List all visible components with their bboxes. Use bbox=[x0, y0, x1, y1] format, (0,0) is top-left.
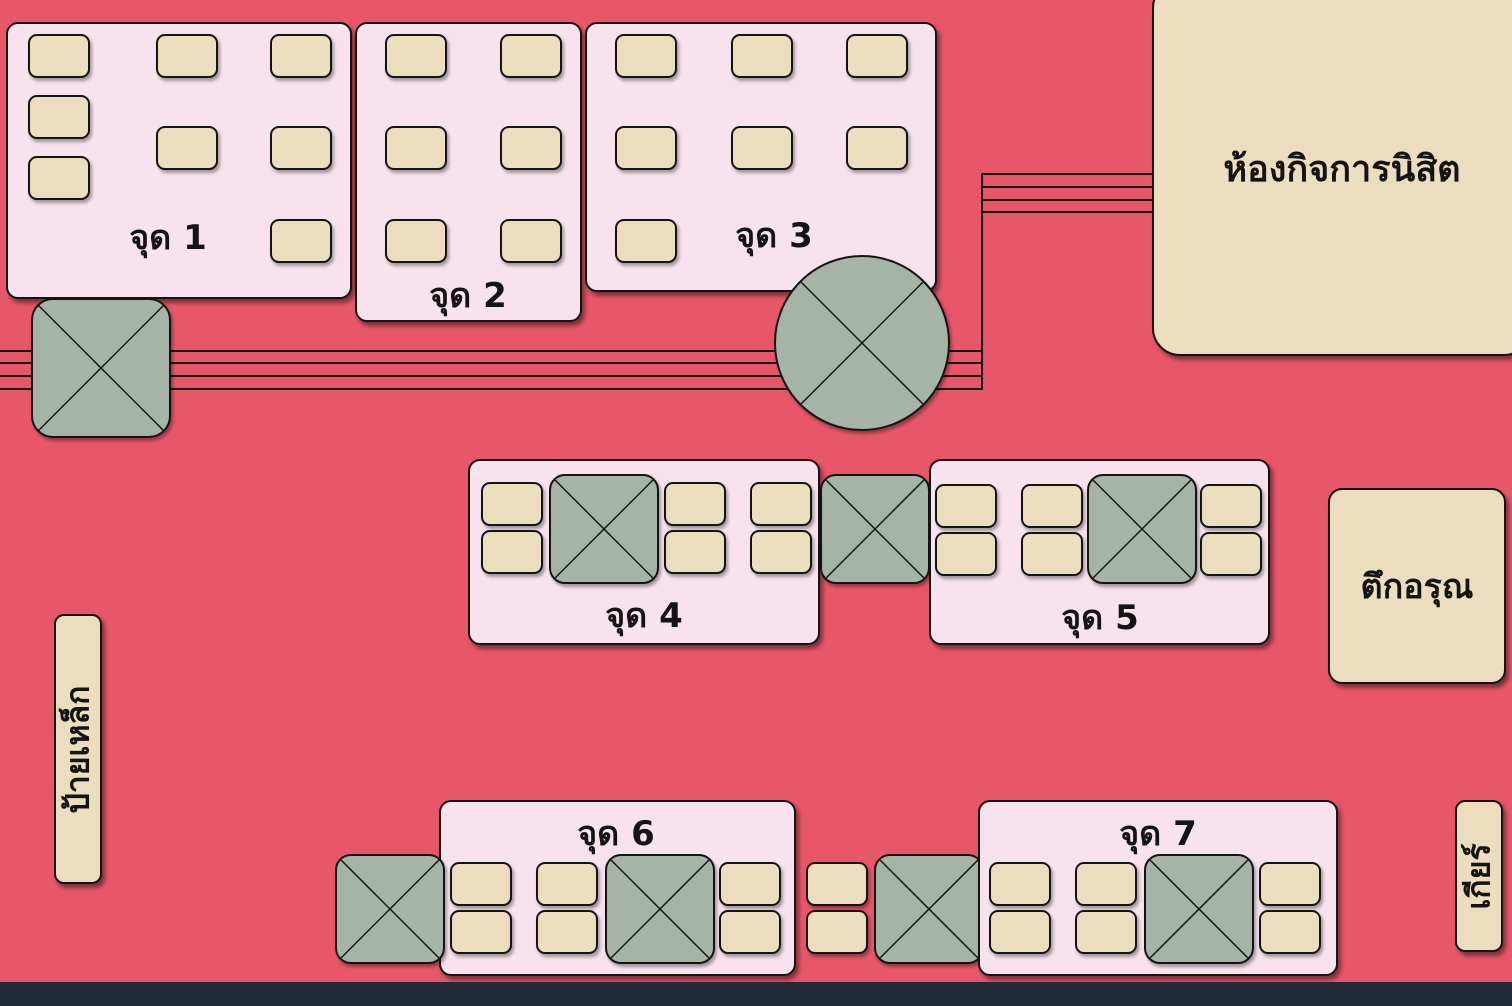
crossed-box-icon bbox=[549, 474, 659, 584]
parking-slot[interactable] bbox=[500, 126, 562, 170]
parking-slot[interactable] bbox=[1259, 862, 1321, 906]
parking-slot[interactable] bbox=[1075, 862, 1137, 906]
building-student-affairs[interactable]: ห้องกิจการนิสิต bbox=[1152, 0, 1512, 356]
parking-slot[interactable] bbox=[1021, 484, 1083, 528]
road-line bbox=[981, 211, 1153, 213]
steel-sign-label: ป้ายเหล็ก bbox=[58, 684, 97, 814]
road-line bbox=[981, 173, 1153, 175]
parking-slot[interactable] bbox=[536, 862, 598, 906]
parking-slot[interactable] bbox=[500, 219, 562, 263]
road-line bbox=[0, 362, 982, 364]
road-line bbox=[981, 173, 983, 390]
building-arun-label: ตึกอรุณ bbox=[1360, 567, 1474, 607]
road-line bbox=[981, 186, 1153, 188]
gear-sign-label: เกียร์ bbox=[1459, 842, 1498, 910]
road-line bbox=[0, 350, 982, 352]
parking-slot[interactable] bbox=[481, 482, 543, 526]
parking-slot[interactable] bbox=[1200, 532, 1262, 576]
parking-slot[interactable] bbox=[935, 532, 997, 576]
parking-slot[interactable] bbox=[385, 126, 447, 170]
zone-3-label: จุด 3 bbox=[735, 216, 813, 256]
parking-slot[interactable] bbox=[846, 126, 908, 170]
parking-slot[interactable] bbox=[615, 34, 677, 78]
building-arun[interactable]: ตึกอรุณ bbox=[1328, 488, 1506, 684]
parking-slot[interactable] bbox=[731, 34, 793, 78]
parking-slot[interactable] bbox=[935, 484, 997, 528]
zone-5-label: จุด 5 bbox=[1061, 598, 1139, 638]
parking-slot[interactable] bbox=[500, 34, 562, 78]
parking-slot[interactable] bbox=[385, 34, 447, 78]
parking-slot[interactable] bbox=[719, 862, 781, 906]
parking-slot[interactable] bbox=[664, 482, 726, 526]
parking-slot[interactable] bbox=[806, 910, 868, 954]
parking-slot[interactable] bbox=[156, 126, 218, 170]
zone-2-label: จุด 2 bbox=[429, 276, 507, 316]
parking-slot[interactable] bbox=[536, 910, 598, 954]
parking-slot[interactable] bbox=[270, 219, 332, 263]
parking-slot[interactable] bbox=[1259, 910, 1321, 954]
gear-sign[interactable]: เกียร์ bbox=[1455, 800, 1503, 952]
building-student-affairs-label: ห้องกิจการนิสิต bbox=[1223, 148, 1461, 190]
road-line bbox=[981, 199, 1153, 201]
parking-slot[interactable] bbox=[989, 910, 1051, 954]
parking-slot[interactable] bbox=[750, 530, 812, 574]
parking-slot[interactable] bbox=[450, 910, 512, 954]
crossed-box-icon bbox=[1144, 854, 1254, 964]
crossed-box-icon bbox=[31, 298, 171, 438]
crossed-box-icon bbox=[605, 854, 715, 964]
parking-slot[interactable] bbox=[615, 126, 677, 170]
zone-1-label: จุด 1 bbox=[129, 218, 207, 258]
parking-slot[interactable] bbox=[450, 862, 512, 906]
crossed-box-icon bbox=[820, 474, 930, 584]
parking-slot[interactable] bbox=[750, 482, 812, 526]
parking-slot[interactable] bbox=[615, 219, 677, 263]
parking-slot[interactable] bbox=[270, 34, 332, 78]
parking-slot[interactable] bbox=[731, 126, 793, 170]
parking-slot[interactable] bbox=[28, 95, 90, 139]
road-line bbox=[0, 375, 982, 377]
zone-6-label: จุด 6 bbox=[577, 814, 655, 854]
parking-slot[interactable] bbox=[1021, 532, 1083, 576]
parking-slot[interactable] bbox=[270, 126, 332, 170]
parking-slot[interactable] bbox=[806, 862, 868, 906]
parking-slot[interactable] bbox=[664, 530, 726, 574]
zone-4-label: จุด 4 bbox=[605, 596, 683, 636]
crossed-box-icon bbox=[874, 854, 984, 964]
parking-slot[interactable] bbox=[1200, 484, 1262, 528]
bottom-bar bbox=[0, 982, 1512, 1006]
parking-slot[interactable] bbox=[719, 910, 781, 954]
parking-slot[interactable] bbox=[385, 219, 447, 263]
zone-7-label: จุด 7 bbox=[1119, 814, 1197, 854]
crossed-circle-icon bbox=[774, 255, 950, 431]
parking-slot[interactable] bbox=[156, 34, 218, 78]
parking-slot[interactable] bbox=[481, 530, 543, 574]
parking-slot[interactable] bbox=[989, 862, 1051, 906]
parking-slot[interactable] bbox=[28, 34, 90, 78]
crossed-box-icon bbox=[1087, 474, 1197, 584]
parking-slot[interactable] bbox=[28, 156, 90, 200]
road-line bbox=[0, 388, 982, 390]
parking-slot[interactable] bbox=[1075, 910, 1137, 954]
steel-sign[interactable]: ป้ายเหล็ก bbox=[54, 614, 102, 884]
parking-slot[interactable] bbox=[846, 34, 908, 78]
crossed-box-icon bbox=[335, 854, 445, 964]
